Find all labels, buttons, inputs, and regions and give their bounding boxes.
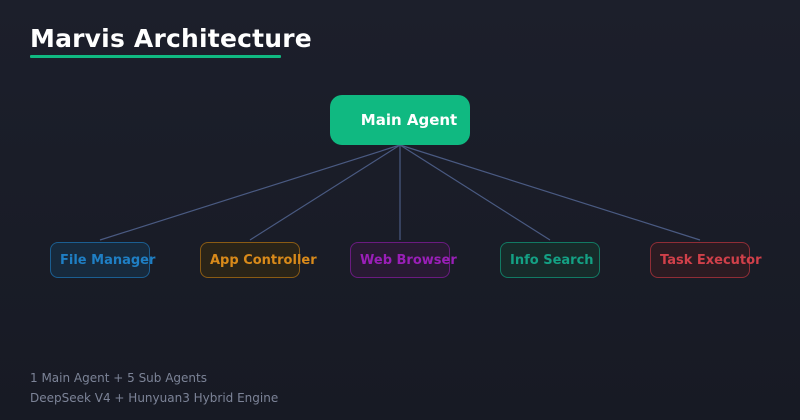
- sub-agent-task-executor[interactable]: Task Executor: [650, 242, 761, 278]
- sub-agent-label: App Controller: [210, 252, 317, 268]
- sub-agent-label: File Manager: [60, 252, 156, 268]
- main-agent-label: Main Agent: [360, 111, 458, 129]
- sub-agent-web-browser[interactable]: Web Browser: [350, 242, 457, 278]
- connector-app-controller: [249, 144, 401, 241]
- sub-agent-label: Task Executor: [660, 252, 762, 268]
- sub-agent-app-controller[interactable]: App Controller: [200, 242, 317, 278]
- main-agent-node[interactable]: Main Agent: [330, 95, 470, 145]
- page-title: Marvis Architecture: [30, 24, 312, 53]
- sub-agent-file-manager[interactable]: File Manager: [50, 242, 155, 278]
- connector-task-executor: [399, 144, 701, 241]
- connector-file-manager: [99, 144, 401, 241]
- sub-agent-label: Web Browser: [360, 252, 457, 268]
- footer-engine: DeepSeek V4 + Hunyuan3 Hybrid Engine: [30, 391, 279, 405]
- title-underline: [30, 55, 281, 58]
- sub-agent-label: Info Search: [510, 252, 594, 268]
- sub-agent-info-search[interactable]: Info Search: [500, 242, 600, 278]
- connector-info-search: [399, 144, 551, 241]
- footer-agent-count: 1 Main Agent + 5 Sub Agents: [30, 371, 207, 385]
